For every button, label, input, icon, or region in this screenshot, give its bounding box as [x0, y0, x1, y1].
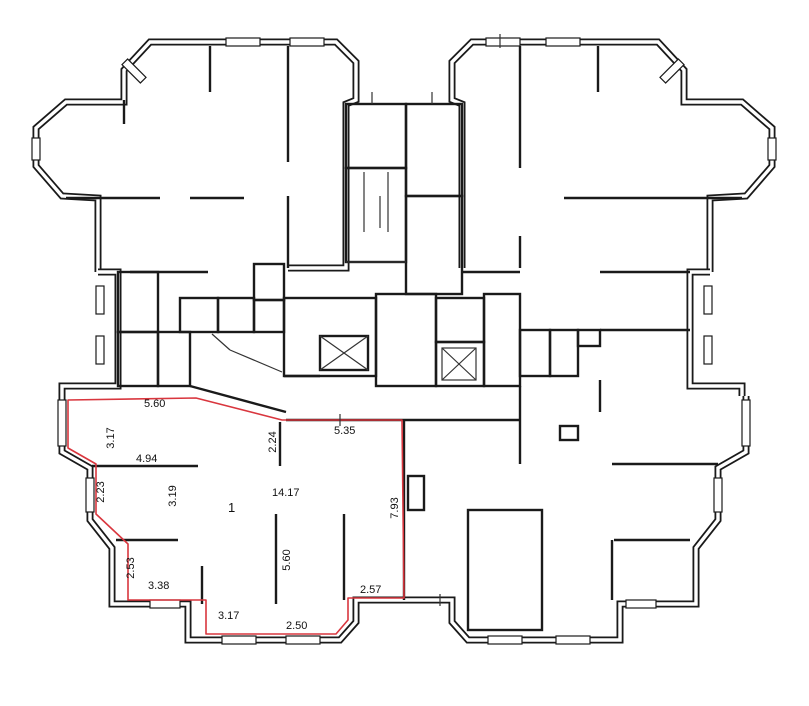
room-number: 1: [228, 500, 235, 515]
room-labels: 1 14.17: [228, 487, 300, 515]
apartment-outline: [67, 397, 405, 635]
room-area: 14.17: [272, 487, 300, 499]
dim-partition-short: 2.24: [267, 431, 279, 452]
dimension-labels: 5.60 3.17 4.94 2.23 3.19 2.53 3.38 3.17 …: [95, 398, 401, 632]
dim-bottom-a: 3.17: [218, 610, 239, 622]
dim-left-upper: 3.17: [105, 427, 117, 448]
dim-left-mid: 4.94: [136, 453, 157, 465]
dim-right-top: 5.35: [334, 425, 355, 437]
dim-top-wall: 5.60: [144, 398, 165, 410]
door-marks: [211, 34, 501, 606]
dim-partition-long: 5.60: [281, 549, 293, 570]
dim-bay-c: 2.53: [125, 557, 137, 578]
windows: [31, 37, 777, 645]
dim-bay-a: 2.23: [95, 481, 107, 502]
dim-bay-b: 3.19: [167, 485, 179, 506]
dim-bay-d: 3.38: [148, 580, 169, 592]
dim-bottom-b: 2.50: [286, 620, 307, 632]
dim-right-wall: 7.93: [389, 497, 401, 518]
dim-bottom-right: 2.57: [360, 584, 381, 596]
interior-walls: [66, 46, 742, 632]
